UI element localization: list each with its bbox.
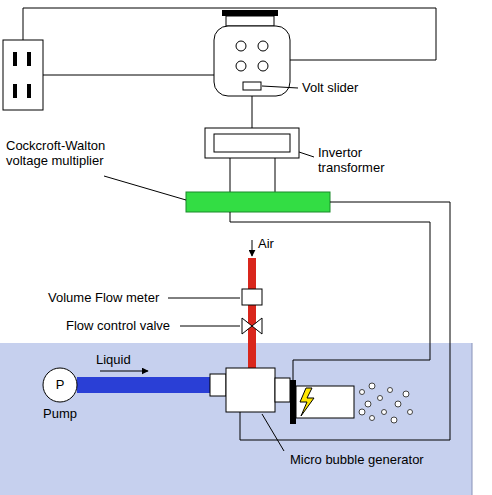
- wire: [252, 96, 253, 128]
- flow-label: Liquid: [96, 352, 131, 367]
- slider-plate: [243, 82, 261, 90]
- discharge-spark: [300, 388, 314, 416]
- leader-line: [180, 326, 240, 327]
- electrode-plate: [290, 380, 296, 424]
- bubble: [360, 390, 365, 395]
- slider-socket: [258, 61, 268, 71]
- leader-line: [262, 86, 298, 88]
- inverter-panel: [214, 134, 290, 152]
- pump-symbol: P: [42, 367, 78, 403]
- leader-line: [299, 152, 314, 157]
- slider-socket: [236, 61, 246, 71]
- leader-line: [168, 298, 240, 299]
- slider-socket: [236, 41, 246, 51]
- supply-wire: [43, 75, 214, 76]
- part-label: Flow control valve: [66, 318, 170, 333]
- node-caption: Pump: [38, 406, 82, 421]
- wire: [230, 158, 231, 192]
- bubble: [382, 410, 387, 415]
- part-label: Invertor transformer: [318, 145, 408, 175]
- leader-line: [262, 414, 284, 451]
- generator-body: [226, 368, 275, 412]
- control-valve: [242, 318, 262, 334]
- bubble: [395, 401, 401, 407]
- inverter-transformer: [205, 128, 299, 158]
- water-tank: [0, 343, 472, 495]
- outlet-slot: [13, 84, 17, 98]
- flow-label: Air: [258, 236, 274, 251]
- flow-arrow: [100, 371, 148, 372]
- bubble: [369, 383, 375, 389]
- part-label: Cockcroft-Walton voltage multiplier: [6, 138, 131, 168]
- pipe-coupling: [210, 374, 226, 396]
- bubble: [388, 388, 393, 393]
- bubble: [370, 416, 375, 421]
- bubble: [359, 409, 365, 415]
- part-label: Micro bubble generator: [290, 452, 424, 467]
- power-outlet: [3, 40, 43, 110]
- generator-neck: [275, 378, 290, 402]
- part-label: Volt slider: [302, 80, 358, 95]
- bubble: [378, 396, 383, 401]
- voltage-multiplier: [186, 192, 330, 212]
- volt-slider: [214, 26, 290, 96]
- micro-bubbles: [359, 383, 413, 423]
- outlet-slot: [27, 84, 31, 98]
- leader-line: [104, 176, 186, 200]
- slider-socket: [258, 41, 268, 51]
- air-pipe: [248, 258, 256, 368]
- bubble: [391, 417, 397, 423]
- outlet-slot: [27, 52, 31, 66]
- discharge-tube: [296, 386, 354, 418]
- outlet-slot: [13, 52, 17, 66]
- wire: [275, 158, 276, 192]
- circle-outline: [43, 368, 77, 402]
- pump-node: P Pump: [38, 367, 82, 421]
- part-label: Volume Flow meter: [48, 290, 159, 305]
- bubble: [365, 401, 371, 407]
- slider-knob: [222, 10, 278, 16]
- liquid-pipe: [77, 377, 211, 393]
- flow-meter: [242, 289, 262, 305]
- tank-wall: [472, 343, 473, 495]
- bubble: [403, 391, 409, 397]
- bubble: [408, 410, 413, 415]
- high-voltage-wire: [230, 212, 430, 380]
- pump-circle: P: [42, 367, 78, 403]
- air-arrow: [252, 240, 253, 256]
- slider-top: [226, 16, 274, 26]
